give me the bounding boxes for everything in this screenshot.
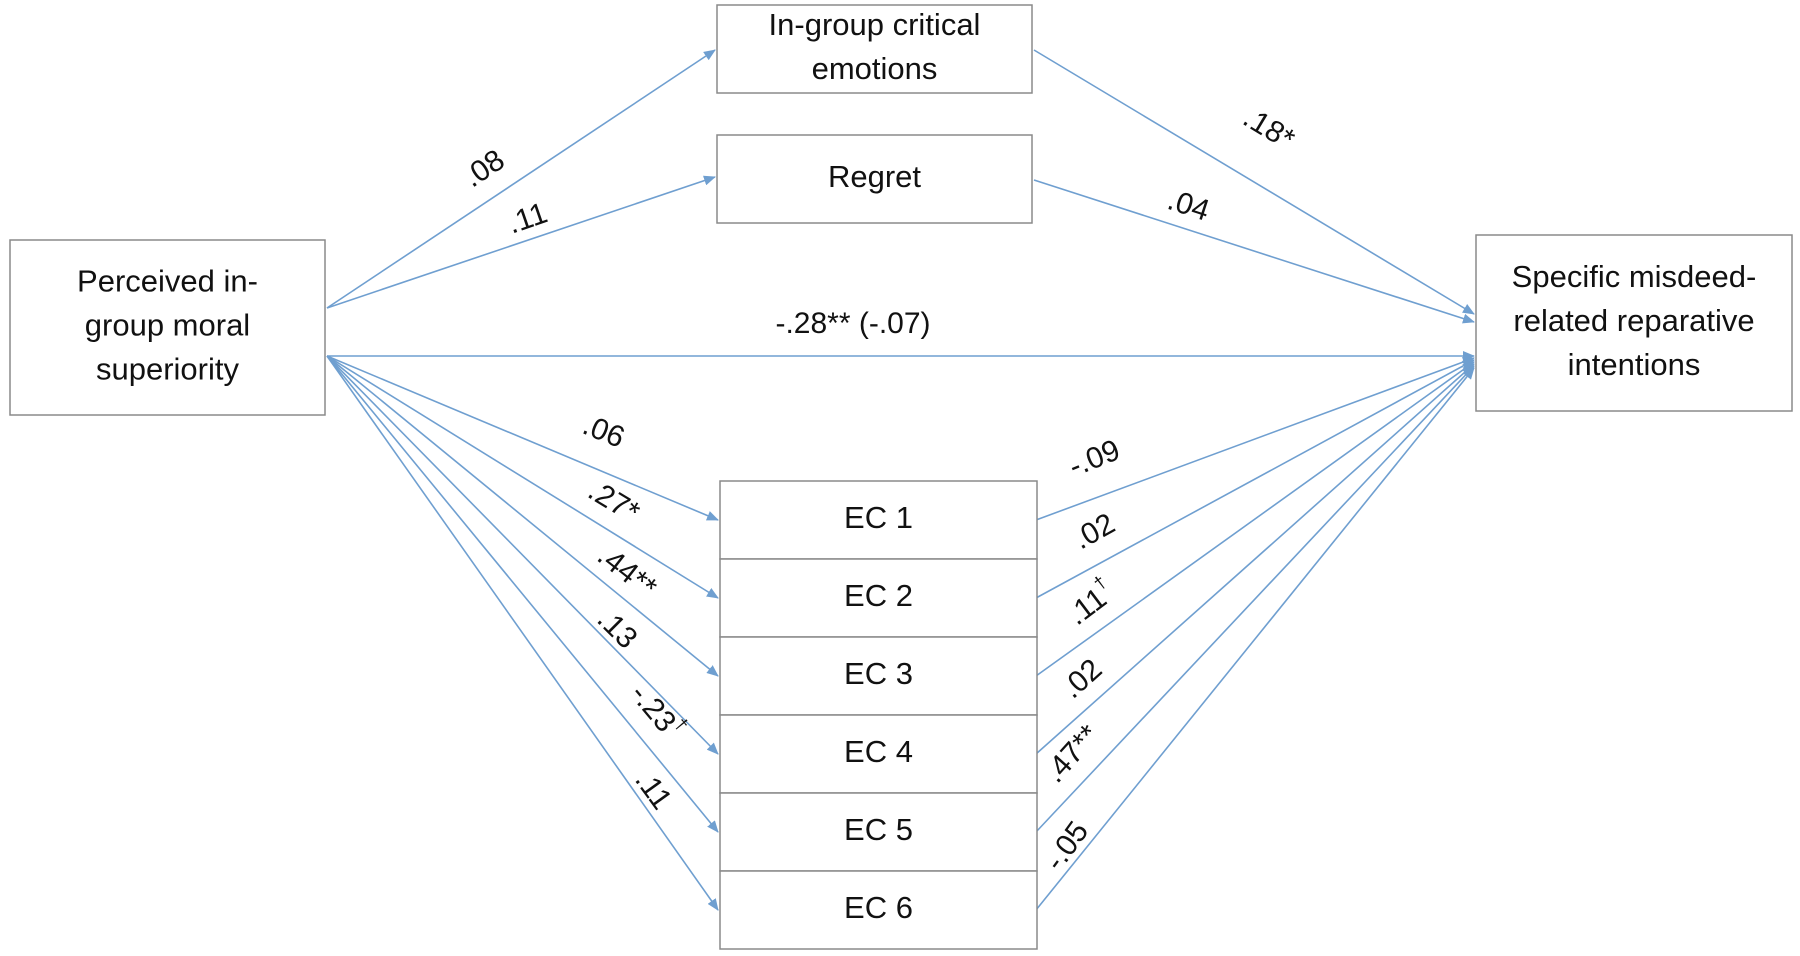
- node-box: [716, 4, 1033, 94]
- coefficient-label-pred-ec1: .06: [578, 408, 629, 454]
- node-box: [1475, 234, 1793, 412]
- node-label-line: EC 6: [844, 890, 913, 925]
- node-label-line: superiority: [96, 352, 239, 387]
- node-box: [9, 239, 326, 416]
- arrow-line: [326, 355, 719, 911]
- arrow-ec4-out: [1035, 363, 1475, 755]
- arrow-pred-critical: [326, 49, 716, 309]
- arrow-regret-out: [1033, 179, 1475, 324]
- arrow-line: [1033, 49, 1475, 315]
- node-regret: Regret: [716, 134, 1033, 224]
- arrow-line: [326, 355, 719, 677]
- coefficient-label-regret-out: .04: [1164, 183, 1214, 227]
- arrow-ec5-out: [1035, 365, 1475, 833]
- arrow-pred-ec4: [326, 355, 719, 755]
- node-label-line: intentions: [1568, 347, 1701, 382]
- coefficient-label-ec5-out: .47**: [1038, 718, 1106, 789]
- coefficient-label-pred-ec3: .44**: [591, 539, 663, 605]
- node-critical: In-group critical emotions: [716, 4, 1033, 94]
- arrow-line: [1035, 359, 1475, 599]
- arrow-pred-ec6: [326, 355, 719, 911]
- node-label-line: Regret: [828, 159, 921, 194]
- arrow-pred-ec3: [326, 355, 719, 677]
- node-ec2: EC 2: [719, 558, 1038, 638]
- node-box: [719, 636, 1038, 716]
- node-ec4: EC 4: [719, 714, 1038, 794]
- coefficient-label-pred-ec4: .13: [591, 602, 644, 655]
- node-box: [719, 714, 1038, 794]
- node-label-line: group moral: [85, 308, 250, 343]
- arrow-line: [1035, 361, 1475, 677]
- arrow-line: [326, 175, 716, 309]
- coefficient-label-pred-ec6: .11: [628, 764, 678, 815]
- node-box: [719, 558, 1038, 638]
- node-box: [716, 134, 1033, 224]
- coefficient-label-ec2-out: .02: [1068, 507, 1120, 556]
- node-label-line: EC 5: [844, 812, 913, 847]
- node-label-line: Perceived in-: [77, 264, 258, 299]
- node-ec1: EC 1: [719, 480, 1038, 560]
- arrow-pred-ec1: [326, 355, 719, 521]
- node-label-line: EC 3: [844, 656, 913, 691]
- arrow-ec2-out: [1035, 359, 1475, 599]
- arrow-ec3-out: [1035, 361, 1475, 677]
- coefficient-label-pred-ec2: .27*: [582, 474, 645, 530]
- node-ec5: EC 5: [719, 792, 1038, 872]
- significance-marker: †: [1090, 572, 1110, 594]
- coefficient-label-critical-out: .18*: [1237, 101, 1300, 157]
- node-label-line: EC 2: [844, 578, 913, 613]
- coefficient-label-ec1-out: -.09: [1064, 434, 1124, 484]
- significance-marker: †: [671, 714, 693, 735]
- arrow-line: [326, 355, 719, 521]
- node-ec3: EC 3: [719, 636, 1038, 716]
- arrow-line: [1035, 363, 1475, 755]
- node-box: [719, 870, 1038, 950]
- coefficient-label-pred-ec5: -.23†: [624, 674, 693, 746]
- node-label-line: emotions: [812, 51, 938, 86]
- node-label-line: In-group critical: [769, 7, 981, 42]
- node-label-line: related reparative: [1513, 303, 1754, 338]
- arrow-line: [1035, 357, 1475, 521]
- coefficient-label-pred-critical: .08: [458, 143, 511, 194]
- node-label-line: Specific misdeed-: [1512, 259, 1757, 294]
- arrow-ec6-out: [1035, 367, 1475, 911]
- arrow-pred-regret: [326, 175, 716, 309]
- arrow-line: [1035, 367, 1475, 911]
- node-label-line: EC 1: [844, 500, 913, 535]
- node-label-line: EC 4: [844, 734, 913, 769]
- arrow-line: [326, 49, 716, 309]
- node-predictor: Perceived in-group moral superiority: [9, 239, 326, 416]
- arrow-line: [1033, 179, 1475, 324]
- arrow-critical-out: [1033, 49, 1475, 315]
- arrow-line: [1035, 365, 1475, 833]
- node-ec6: EC 6: [719, 870, 1038, 950]
- arrow-line: [326, 355, 719, 599]
- coefficient-label-ec6-out: -.05: [1038, 815, 1095, 876]
- arrow-line: [326, 355, 719, 755]
- coefficient-label-pred-out: -.28** (-.07): [775, 307, 930, 340]
- arrow-pred-ec2: [326, 355, 719, 599]
- node-outcome: Specific misdeed-related reparative inten…: [1475, 234, 1793, 412]
- arrow-line: [326, 355, 719, 833]
- arrow-pred-ec5: [326, 355, 719, 833]
- arrow-ec1-out: [1035, 357, 1475, 521]
- node-box: [719, 480, 1038, 560]
